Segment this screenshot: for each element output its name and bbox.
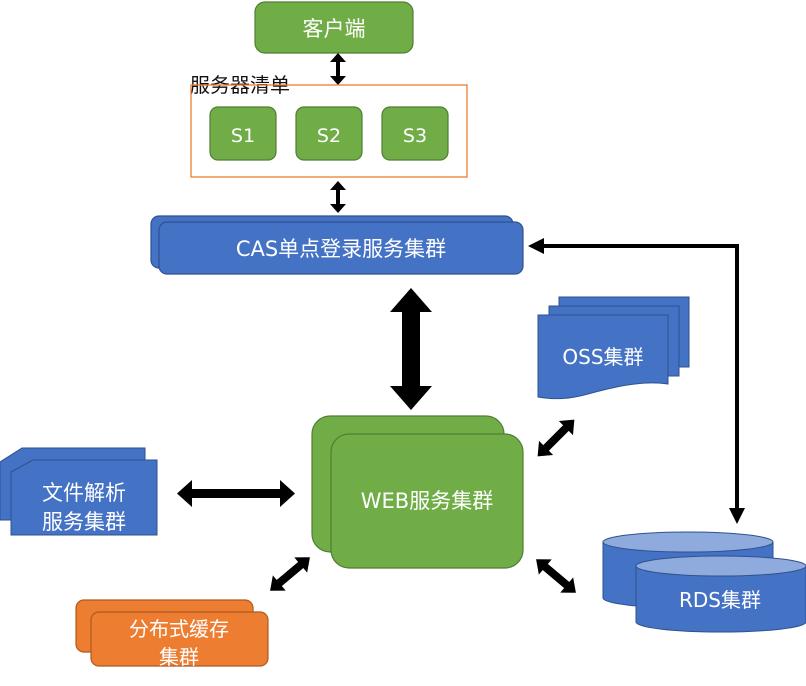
server-s3[interactable]: S3	[381, 106, 449, 161]
client-label: 客户端	[303, 17, 366, 41]
arrow-web-fileparse	[177, 480, 295, 507]
cache-box-front[interactable]	[90, 611, 269, 667]
rds-node[interactable]: RDS集群	[602, 531, 806, 633]
file-parse-node[interactable]: 文件解析 服务集群	[0, 447, 158, 536]
server-s2[interactable]: S2	[295, 106, 363, 161]
oss-node[interactable]: OSS集群	[537, 296, 690, 400]
server-list-frame	[190, 84, 468, 178]
cache-node[interactable]: 分布式缓存 集群	[75, 599, 269, 669]
arrow-cas-web	[390, 288, 432, 410]
server-s3-label: S3	[403, 125, 427, 147]
server-s1-label: S1	[231, 125, 255, 147]
oss-doc-front[interactable]	[537, 314, 669, 400]
client-box[interactable]	[254, 1, 414, 54]
cache-label-line1: 分布式缓存	[129, 617, 229, 641]
file-parse-label-line1: 文件解析	[42, 481, 126, 505]
web-label: WEB服务集群	[361, 489, 493, 513]
cas-node[interactable]: CAS单点登录服务集群	[150, 215, 524, 275]
arrow-web-oss	[537, 419, 575, 457]
web-box-front[interactable]	[330, 433, 524, 569]
oss-label: OSS集群	[562, 345, 643, 369]
file-parse-label-line2: 服务集群	[42, 510, 126, 534]
rds-label: RDS集群	[679, 588, 761, 612]
cas-label: CAS单点登录服务集群	[236, 237, 446, 261]
file-parse-box-front[interactable]	[10, 459, 158, 536]
cas-box-front[interactable]	[158, 221, 524, 275]
rds-cylinder-front[interactable]	[635, 555, 806, 633]
arrow-web-rds	[536, 559, 576, 593]
web-node[interactable]: WEB服务集群	[311, 415, 524, 569]
server-s1[interactable]: S1	[209, 106, 277, 161]
arrow-web-cache	[270, 557, 310, 591]
arrow-client-serverlist	[330, 53, 346, 85]
cache-label-line2: 集群	[159, 645, 199, 669]
arrow-rds-cas	[528, 238, 745, 524]
server-s2-label: S2	[317, 125, 341, 147]
client-node[interactable]: 客户端	[254, 1, 414, 54]
server-list-group: 服务器清单 S1 S2 S3	[190, 73, 468, 178]
arrow-serverlist-cas	[330, 181, 346, 213]
